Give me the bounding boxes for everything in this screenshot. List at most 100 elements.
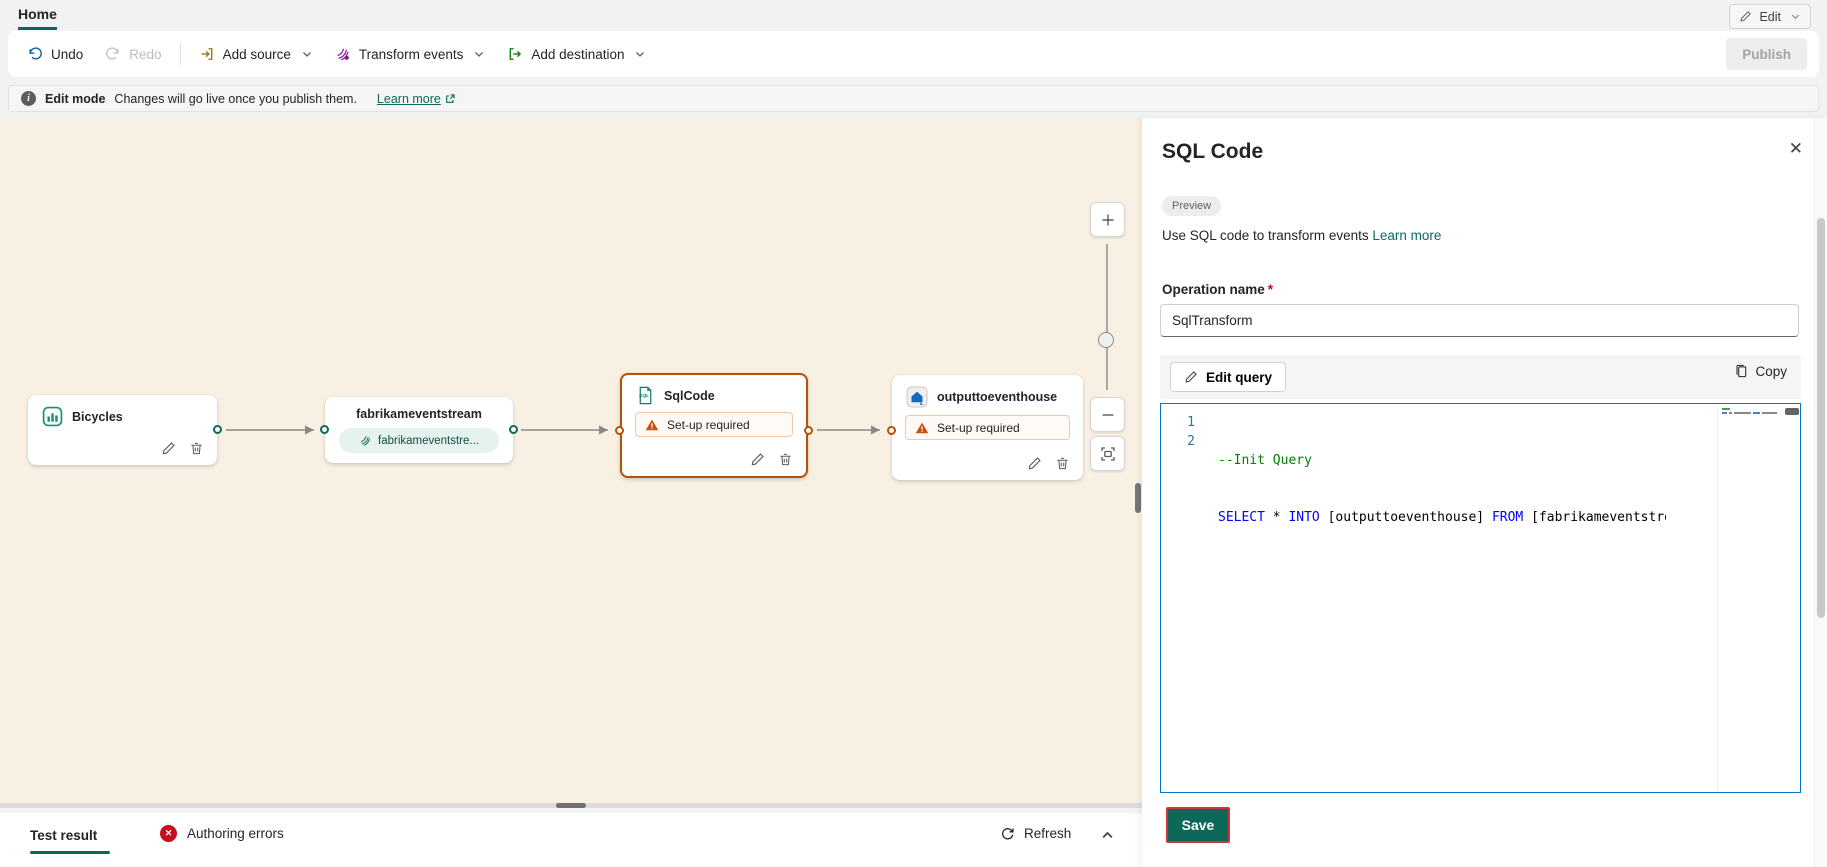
edit-query-button[interactable]: Edit query bbox=[1170, 362, 1287, 392]
input-port[interactable] bbox=[320, 425, 329, 434]
editor-scrollbar-thumb[interactable] bbox=[1785, 408, 1799, 415]
add-destination-icon bbox=[507, 46, 523, 62]
zoom-out-button[interactable] bbox=[1090, 397, 1125, 432]
node-bicycles[interactable]: Bicycles bbox=[28, 395, 222, 465]
add-source-button[interactable]: Add source bbox=[188, 38, 324, 70]
warning-icon bbox=[915, 421, 929, 435]
command-toolbar: Undo Redo Add source Transform events bbox=[8, 31, 1819, 77]
eventhouse-icon bbox=[906, 386, 928, 408]
input-port[interactable] bbox=[887, 426, 896, 435]
collapse-panel-button[interactable] bbox=[1100, 828, 1115, 843]
edit-node-icon[interactable] bbox=[1027, 456, 1042, 471]
error-badge-icon: ✕ bbox=[160, 825, 177, 842]
edge-connections bbox=[226, 425, 880, 435]
pencil-icon bbox=[1184, 370, 1198, 384]
tab-test-result[interactable]: Test result bbox=[30, 828, 97, 843]
chevron-down-icon bbox=[301, 48, 313, 60]
copy-icon bbox=[1734, 364, 1749, 379]
tab-home-label: Home bbox=[18, 6, 57, 22]
delete-node-icon[interactable] bbox=[1055, 456, 1070, 471]
description-text: Use SQL code to transform events bbox=[1162, 228, 1369, 243]
sql-code-panel: SQL Code ✕ Preview Use SQL code to trans… bbox=[1142, 118, 1827, 867]
authoring-errors-label: Authoring errors bbox=[187, 826, 284, 841]
preview-badge: Preview bbox=[1162, 196, 1222, 216]
setup-required-status: Set-up required bbox=[635, 412, 793, 437]
editor-code[interactable]: --Init Query SELECT * INTO [outputtoeven… bbox=[1218, 413, 1666, 565]
output-port[interactable] bbox=[509, 425, 518, 434]
panel-learn-more-link[interactable]: Learn more bbox=[1372, 228, 1442, 243]
sql-code-editor[interactable]: 1 2 --Init Query SELECT * INTO [outputto… bbox=[1160, 403, 1801, 793]
redo-button[interactable]: Redo bbox=[94, 38, 172, 70]
transform-events-button[interactable]: Transform events bbox=[324, 38, 497, 70]
eventstream-pill-label: fabrikameventstre... bbox=[378, 434, 479, 447]
warning-icon bbox=[645, 418, 659, 432]
undo-icon bbox=[27, 46, 43, 62]
bottom-panel-bar: Test result ✕ Authoring errors Refresh bbox=[0, 813, 1142, 867]
editor-minimap[interactable] bbox=[1717, 404, 1783, 792]
fit-to-screen-button[interactable] bbox=[1090, 436, 1125, 471]
operation-name-input[interactable] bbox=[1160, 304, 1799, 337]
output-port[interactable] bbox=[804, 426, 813, 435]
edit-mode-banner: i Edit mode Changes will go live once yo… bbox=[8, 85, 1819, 112]
eventstream-pill[interactable]: fabrikameventstre... bbox=[339, 428, 499, 453]
operation-name-label: Operation name* bbox=[1162, 282, 1273, 297]
publish-button[interactable]: Publish bbox=[1726, 38, 1807, 70]
copy-button[interactable]: Copy bbox=[1734, 364, 1787, 379]
panel-scrollbar-track[interactable] bbox=[1814, 118, 1827, 867]
input-port[interactable] bbox=[615, 426, 624, 435]
edit-mode-dropdown-button[interactable]: Edit bbox=[1729, 4, 1811, 29]
node-title: Bicycles bbox=[72, 409, 123, 424]
operation-name-text: Operation name bbox=[1162, 282, 1265, 297]
panel-scrollbar-thumb[interactable] bbox=[1817, 218, 1825, 618]
output-port[interactable] bbox=[213, 425, 222, 434]
node-fabrikameventstream[interactable]: fabrikameventstream fabrikameventstre... bbox=[320, 397, 518, 463]
line-number: 2 bbox=[1187, 434, 1195, 449]
zoom-slider-handle[interactable] bbox=[1098, 332, 1114, 348]
query-toolbar: Edit query Copy bbox=[1160, 355, 1801, 399]
sample-data-icon bbox=[42, 406, 63, 427]
banner-title: Edit mode bbox=[45, 91, 106, 106]
delete-node-icon[interactable] bbox=[778, 452, 793, 467]
chevron-down-icon bbox=[634, 48, 646, 60]
redo-icon bbox=[105, 46, 121, 62]
eventstream-canvas[interactable]: Bicycles fabrikameventstream fabrikameve… bbox=[0, 118, 1142, 808]
external-link-icon bbox=[444, 93, 456, 105]
edit-button-label: Edit bbox=[1759, 9, 1781, 24]
undo-button[interactable]: Undo bbox=[16, 38, 94, 70]
add-destination-button[interactable]: Add destination bbox=[496, 38, 657, 70]
tab-home[interactable]: Home bbox=[18, 6, 57, 30]
undo-label: Undo bbox=[51, 46, 84, 62]
required-asterisk: * bbox=[1267, 282, 1274, 297]
canvas-horizontal-scrollbar-track[interactable] bbox=[0, 803, 1142, 808]
node-outputtoeventhouse[interactable]: outputtoeventhouse Set-up required bbox=[887, 375, 1083, 480]
close-icon[interactable]: ✕ bbox=[1788, 139, 1803, 158]
eventstream-icon bbox=[359, 434, 372, 447]
learn-more-label: Learn more bbox=[376, 91, 441, 106]
banner-learn-more-link[interactable]: Learn more bbox=[377, 92, 456, 106]
node-title: SqlCode bbox=[664, 388, 715, 403]
save-button[interactable]: Save bbox=[1166, 807, 1230, 843]
refresh-button[interactable]: Refresh bbox=[1000, 826, 1071, 841]
zoom-slider-track[interactable] bbox=[1106, 244, 1108, 390]
canvas-vertical-scrollbar[interactable] bbox=[1135, 483, 1141, 513]
tab-authoring-errors[interactable]: ✕ Authoring errors bbox=[160, 825, 284, 842]
delete-node-icon[interactable] bbox=[189, 441, 204, 456]
pencil-icon bbox=[1739, 10, 1752, 23]
sql-code-icon: SQL bbox=[636, 386, 655, 405]
toolbar-divider bbox=[179, 43, 181, 65]
node-sqlcode[interactable]: SQL SqlCode Set-up required bbox=[615, 373, 813, 478]
code-line-select: SELECT * INTO [outputtoeventhouse] FROM … bbox=[1218, 510, 1666, 525]
transform-events-icon bbox=[335, 46, 351, 62]
edit-node-icon[interactable] bbox=[750, 452, 765, 467]
zoom-in-button[interactable] bbox=[1090, 202, 1125, 237]
banner-message: Changes will go live once you publish th… bbox=[114, 91, 357, 106]
panel-description: Use SQL code to transform events Learn m… bbox=[1162, 228, 1441, 243]
svg-text:SQL: SQL bbox=[639, 393, 649, 399]
canvas-horizontal-scrollbar-thumb[interactable] bbox=[556, 803, 586, 808]
line-number: 1 bbox=[1187, 415, 1195, 430]
status-label: Set-up required bbox=[667, 417, 750, 432]
status-label: Set-up required bbox=[937, 420, 1020, 435]
editor-line-numbers: 1 2 bbox=[1161, 413, 1195, 451]
edit-node-icon[interactable] bbox=[161, 441, 176, 456]
